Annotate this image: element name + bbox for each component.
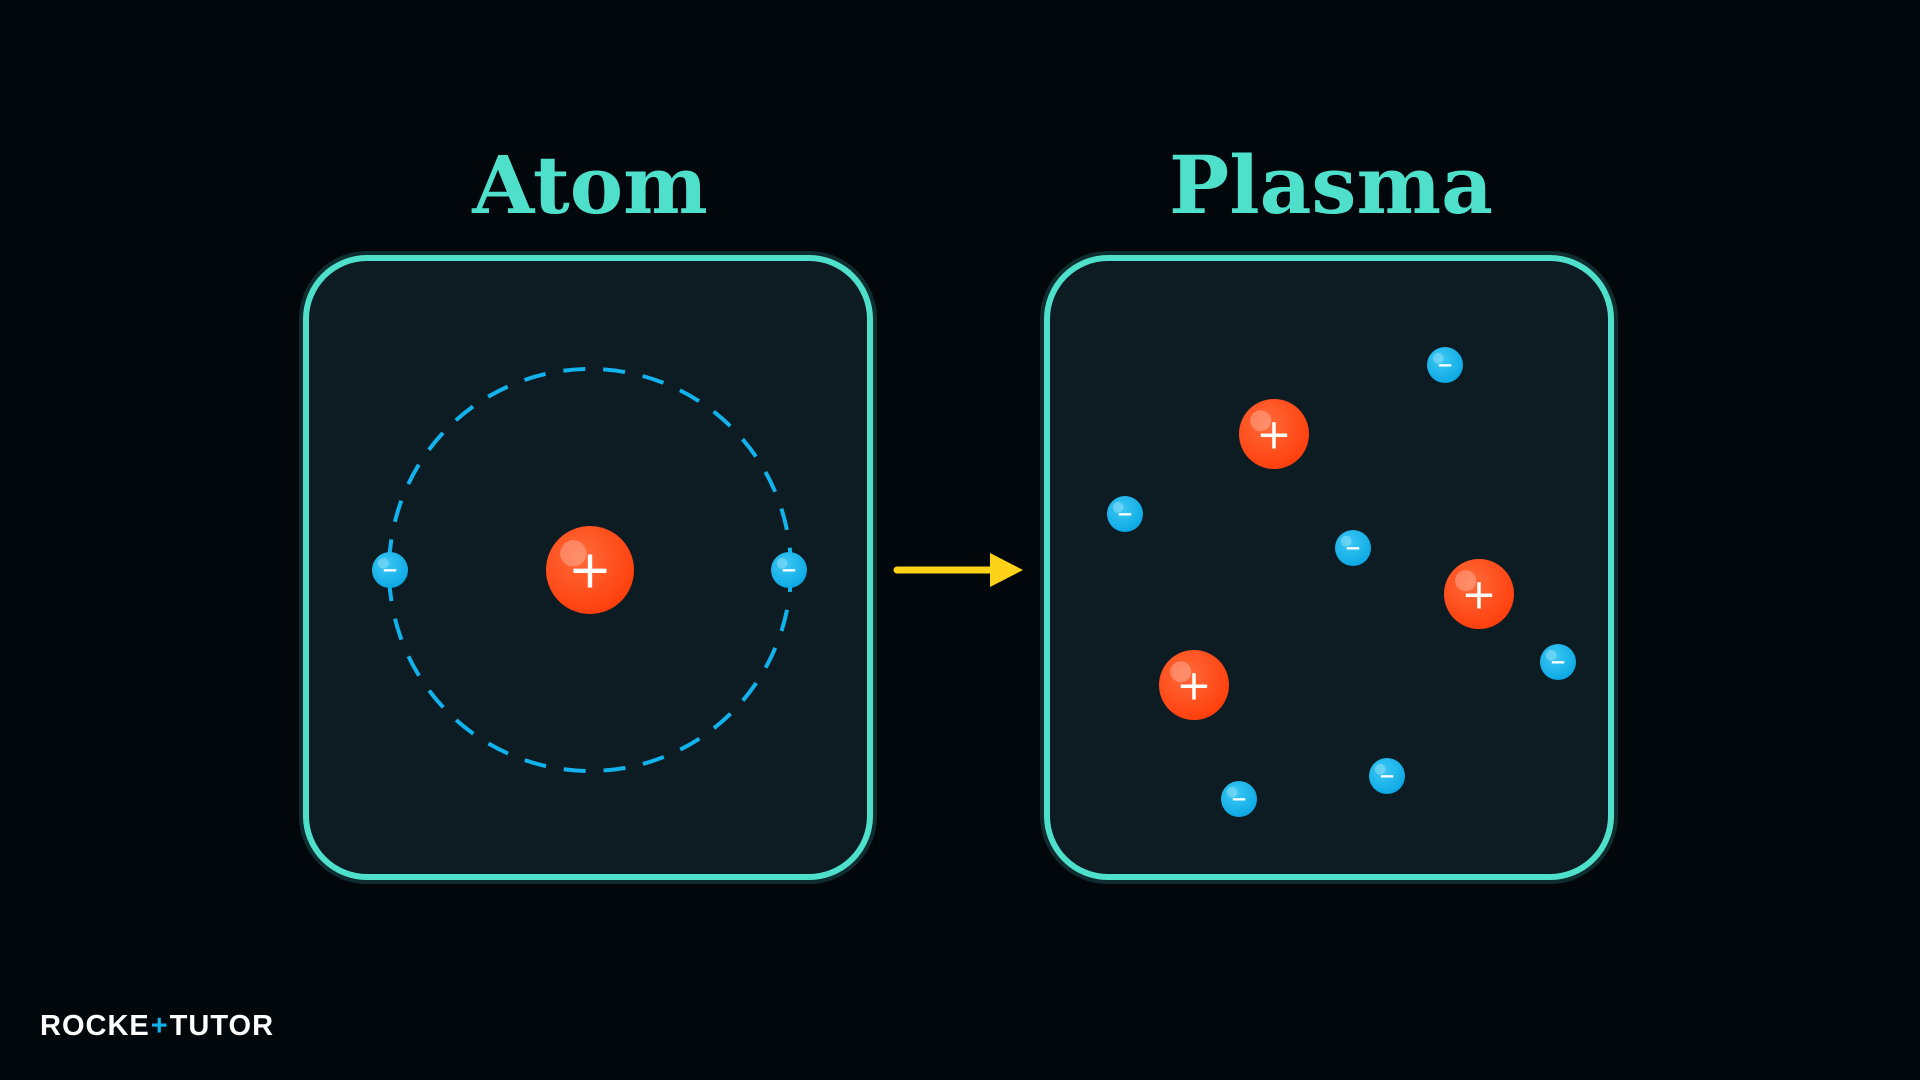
highlight: [1374, 763, 1386, 775]
logo-text-end: R: [252, 1010, 275, 1042]
plus-sign: +: [1176, 661, 1211, 710]
minus-sign: −: [1231, 788, 1248, 811]
electron-circle: [1540, 644, 1576, 680]
minus-sign: −: [1117, 503, 1134, 526]
proton-circle: [1239, 399, 1309, 469]
minus-sign: −: [1345, 537, 1362, 560]
electron-circle: [1369, 758, 1405, 794]
electron-circle: [1221, 781, 1257, 817]
minus-sign: −: [1379, 765, 1396, 788]
atom-nucleus: +: [546, 526, 634, 614]
plasma-ion: +: [1239, 399, 1309, 469]
logo-text-middle: TUTO: [169, 1010, 253, 1042]
logo-plus: +: [150, 1010, 169, 1042]
plasma-title: Plasma: [1169, 138, 1493, 232]
minus-sign: −: [1550, 651, 1567, 674]
highlight: [776, 557, 788, 569]
atom-electron: −: [372, 552, 408, 588]
electron-circle: [1107, 496, 1143, 532]
plasma-electron: −: [1107, 496, 1143, 532]
arrow-right-icon: [893, 553, 1023, 587]
electron-circle: [1335, 530, 1371, 566]
plasma-ion: +: [1159, 650, 1229, 720]
electron-circle: [1427, 347, 1463, 383]
proton-circle: [1444, 559, 1514, 629]
plasma-ion: +: [1444, 559, 1514, 629]
highlight: [377, 557, 389, 569]
plasma-electron: −: [1369, 758, 1405, 794]
proton-circle: [546, 526, 634, 614]
plasma-panel: [1044, 255, 1614, 880]
plasma-electron: −: [1221, 781, 1257, 817]
highlight: [1340, 535, 1352, 547]
atom-title: Atom: [472, 138, 708, 232]
rocket-tutor-logo: ROCKE+TUTOR: [40, 1010, 274, 1043]
plasma-electron: −: [1427, 347, 1463, 383]
highlight: [560, 540, 587, 567]
highlight: [1226, 786, 1238, 798]
highlight: [1112, 501, 1124, 513]
plus-sign: +: [568, 540, 612, 601]
highlight: [1432, 352, 1444, 364]
minus-sign: −: [1437, 354, 1454, 377]
atom-electron: −: [771, 552, 807, 588]
proton-circle: [1159, 650, 1229, 720]
plus-sign: +: [1256, 410, 1291, 459]
electron-circle: [771, 552, 807, 588]
highlight: [1170, 661, 1192, 683]
highlight: [1250, 410, 1272, 432]
logo-text-start: ROCKE: [40, 1010, 150, 1042]
minus-sign: −: [382, 559, 399, 582]
minus-sign: −: [781, 559, 798, 582]
highlight: [1545, 649, 1557, 661]
plasma-electron: −: [1335, 530, 1371, 566]
plasma-electron: −: [1540, 644, 1576, 680]
electron-circle: [372, 552, 408, 588]
highlight: [1455, 570, 1477, 592]
plus-sign: +: [1461, 570, 1496, 619]
